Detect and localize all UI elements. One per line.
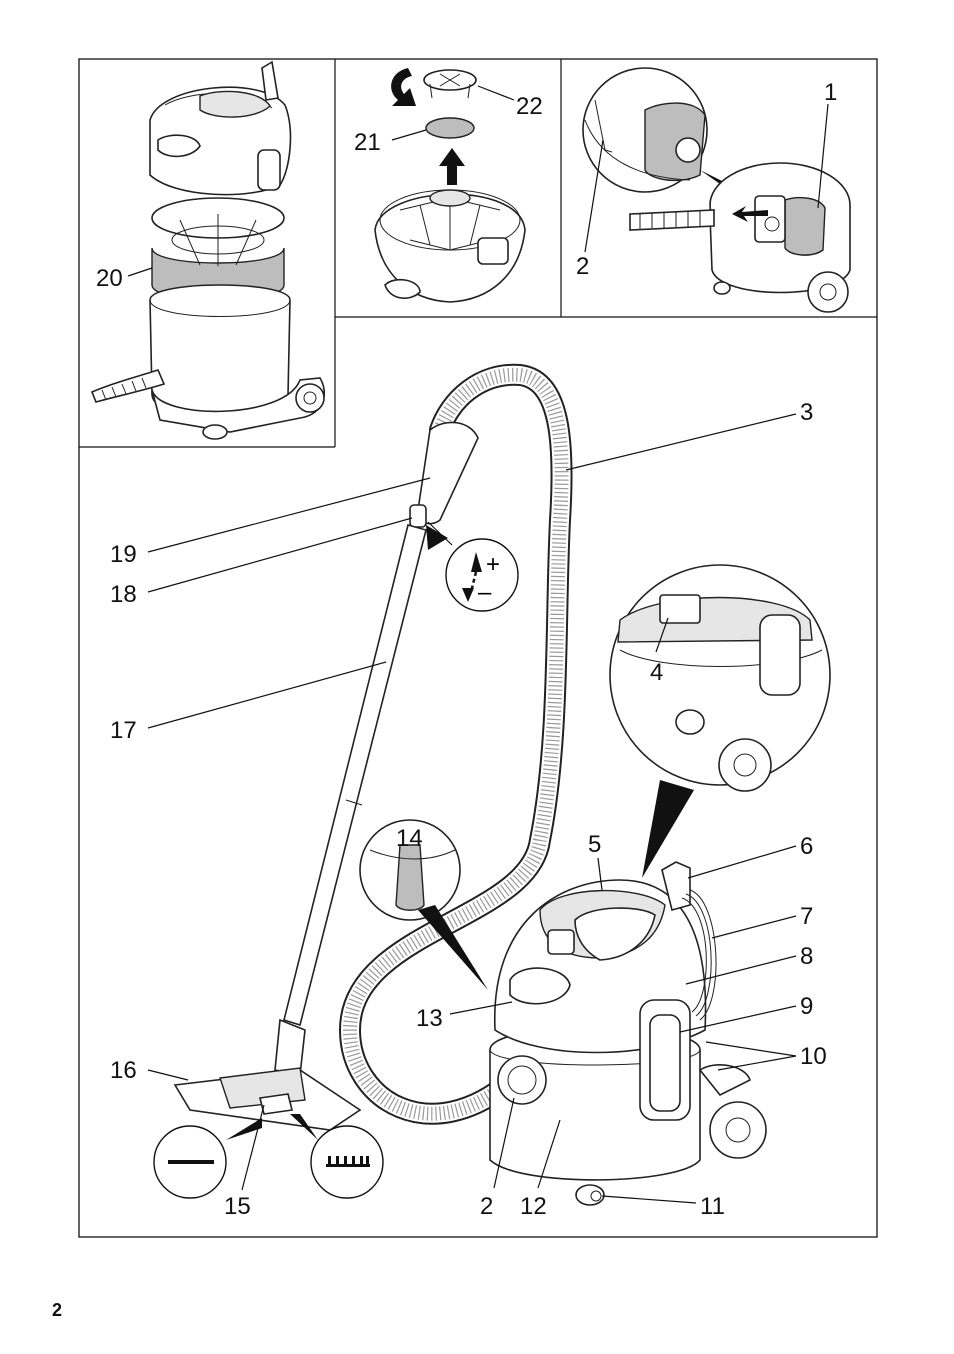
- callout-4: 4: [650, 659, 663, 686]
- floor-carpet-icon: [290, 1114, 384, 1199]
- floor-hard-icon: [153, 1118, 262, 1199]
- callout-15: 15: [224, 1193, 251, 1220]
- main-vacuum-drawing: [173, 363, 831, 1206]
- callout-10: 10: [800, 1043, 827, 1070]
- suction-adjust-icon: + –: [426, 521, 519, 612]
- callout-8: 8: [800, 943, 813, 970]
- callout-11: 11: [700, 1193, 725, 1220]
- callout-2-inset: 2: [576, 253, 589, 280]
- callout-5: 5: [588, 831, 601, 858]
- callout-1: 1: [824, 79, 837, 106]
- inset-exploded-view: [90, 60, 325, 440]
- inset-filter-removal: [374, 68, 526, 303]
- callout-3: 3: [800, 399, 813, 426]
- callout-22: 22: [516, 93, 543, 120]
- suction-minus-sign: –: [478, 579, 492, 606]
- inset-filter-bag: [582, 67, 851, 313]
- figure-frame: [78, 58, 878, 1238]
- rotate-arrow-icon: [391, 68, 416, 106]
- callout-21: 21: [354, 129, 381, 156]
- callout-12: 12: [520, 1193, 547, 1220]
- callout-17: 17: [110, 717, 137, 744]
- callout-20: 20: [96, 265, 123, 292]
- callout-2: 2: [480, 1193, 493, 1220]
- callout-14: 14: [396, 825, 423, 852]
- callout-19: 19: [110, 541, 137, 568]
- callout-16: 16: [110, 1057, 137, 1084]
- callout-9: 9: [800, 993, 813, 1020]
- callout-13: 13: [416, 1005, 443, 1032]
- arrow-up-icon: [439, 148, 465, 185]
- callout-6: 6: [800, 833, 813, 860]
- callout-7: 7: [800, 903, 813, 930]
- page-number: 2: [52, 1300, 63, 1320]
- suction-plus-sign: +: [486, 551, 500, 578]
- callout-18: 18: [110, 581, 137, 608]
